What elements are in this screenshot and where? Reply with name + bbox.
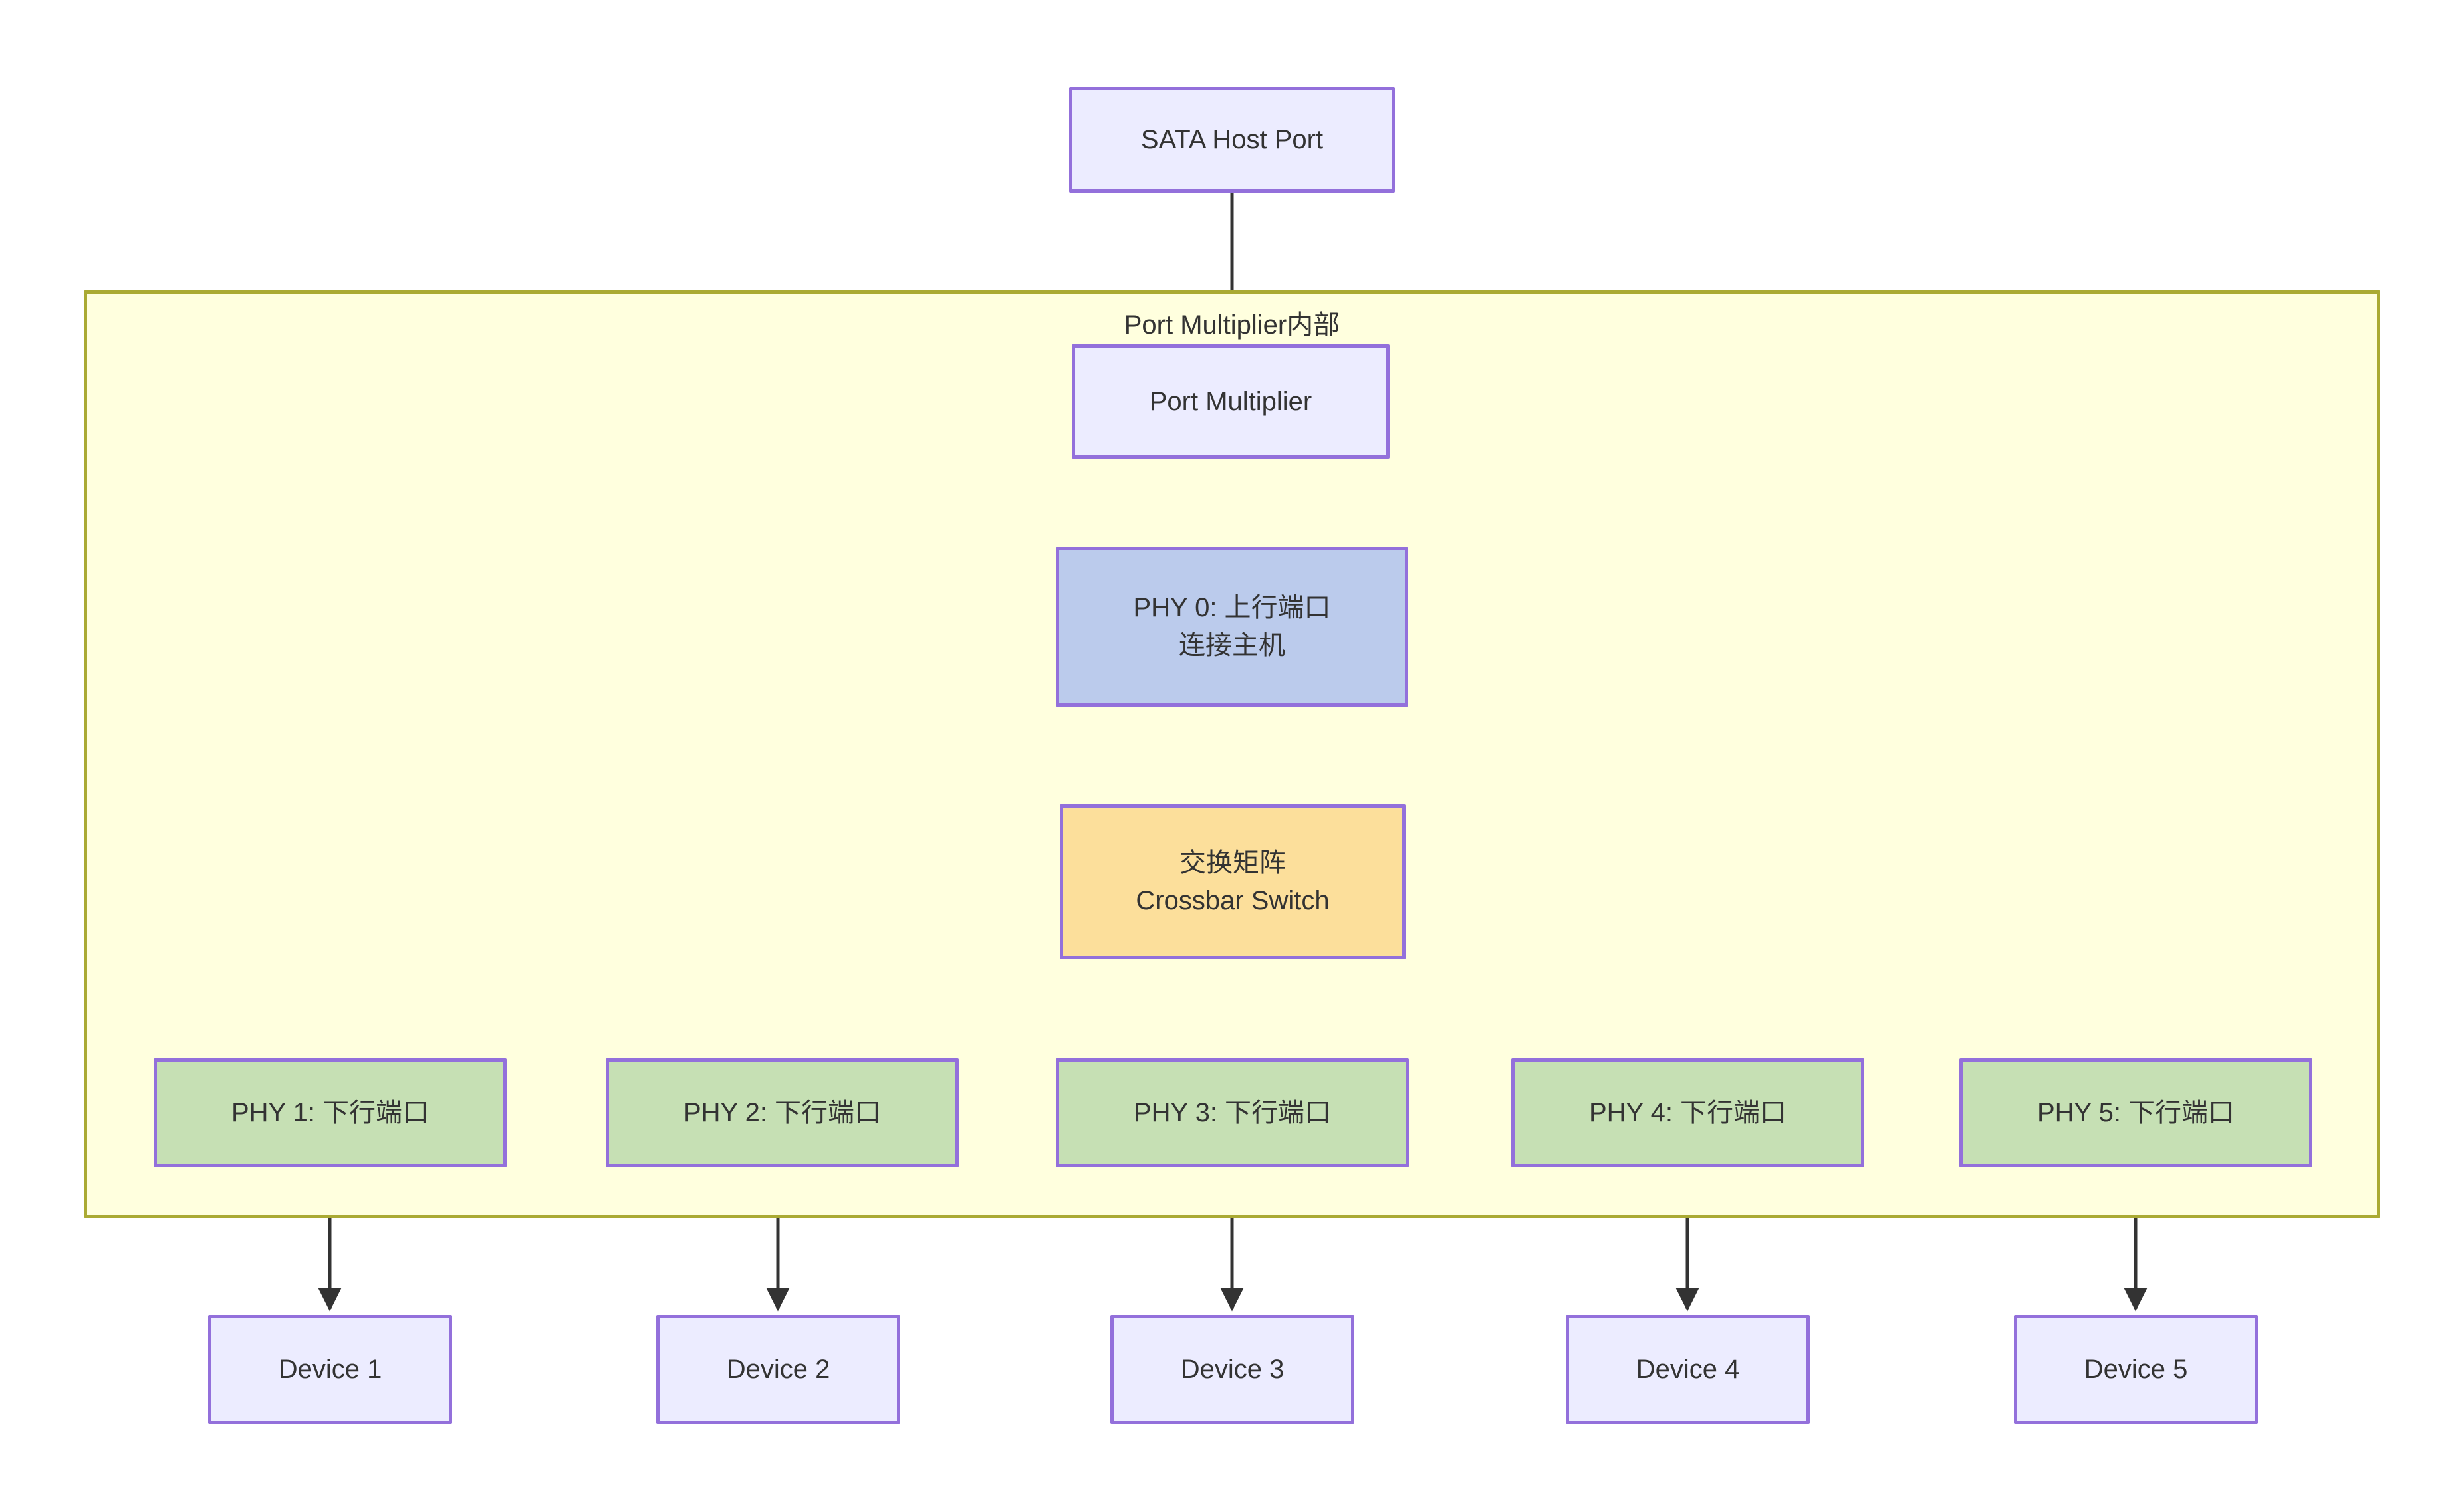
node-label: Device 3 xyxy=(1180,1354,1285,1384)
node-label: PHY 4: 下行端口 xyxy=(1588,1098,1787,1127)
node-sata-host-port[interactable]: SATA Host Port xyxy=(1069,87,1395,193)
node-device-2[interactable]: Device 2 xyxy=(656,1315,900,1424)
node-crossbar-switch[interactable]: 交换矩阵 Crossbar Switch xyxy=(1060,804,1406,959)
node-label: Port Multiplier xyxy=(1149,386,1312,416)
node-label-line2: 连接主机 xyxy=(1179,631,1285,660)
node-label: PHY 3: 下行端口 xyxy=(1133,1098,1332,1127)
node-phy1-downstream-port[interactable]: PHY 1: 下行端口 xyxy=(154,1058,507,1167)
node-device-5[interactable]: Device 5 xyxy=(2014,1315,2258,1424)
node-port-multiplier[interactable]: Port Multiplier xyxy=(1072,344,1390,459)
node-label: Device 4 xyxy=(1636,1354,1740,1384)
node-label: Device 2 xyxy=(726,1354,830,1384)
node-label: PHY 5: 下行端口 xyxy=(2036,1098,2235,1127)
node-phy3-downstream-port[interactable]: PHY 3: 下行端口 xyxy=(1056,1058,1409,1167)
node-label-line1: 交换矩阵 xyxy=(1179,848,1286,877)
node-label: SATA Host Port xyxy=(1140,125,1324,155)
node-device-4[interactable]: Device 4 xyxy=(1566,1315,1810,1424)
node-label: Device 5 xyxy=(2084,1354,2188,1384)
node-phy0-upstream-port[interactable]: PHY 0: 上行端口 连接主机 xyxy=(1056,547,1408,707)
node-phy5-downstream-port[interactable]: PHY 5: 下行端口 xyxy=(1959,1058,2312,1167)
node-label-line1: PHY 0: 上行端口 xyxy=(1133,593,1331,623)
node-label: PHY 1: 下行端口 xyxy=(231,1098,430,1127)
node-device-3[interactable]: Device 3 xyxy=(1110,1315,1354,1424)
node-label: Device 1 xyxy=(278,1354,382,1384)
node-label-line2: Crossbar Switch xyxy=(1136,885,1330,915)
subgraph-label: Port Multiplier内部 xyxy=(1124,310,1340,340)
node-phy2-downstream-port[interactable]: PHY 2: 下行端口 xyxy=(606,1058,959,1167)
node-device-1[interactable]: Device 1 xyxy=(208,1315,452,1424)
node-phy4-downstream-port[interactable]: PHY 4: 下行端口 xyxy=(1511,1058,1864,1167)
node-label: PHY 2: 下行端口 xyxy=(683,1098,882,1127)
